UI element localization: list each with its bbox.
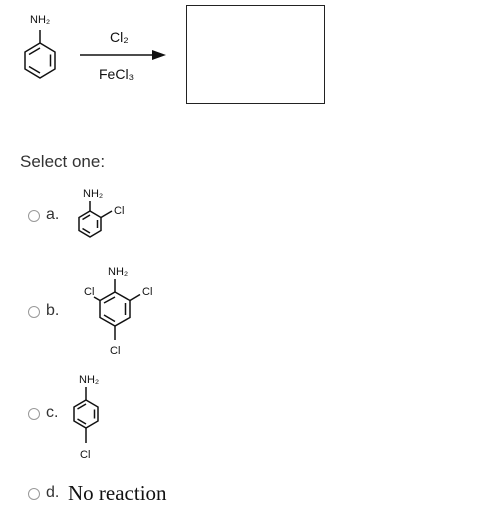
option-a-radio[interactable] (28, 210, 40, 222)
option-c-cl-label: Cl (80, 449, 90, 461)
option-a-letter: a. (46, 206, 60, 223)
option-a-nh2-label: NH₂ (83, 188, 103, 200)
option-b-radio[interactable] (28, 306, 40, 318)
option-c-radio[interactable] (28, 408, 40, 420)
option-d-letter: d. (46, 484, 60, 501)
option-c-nh2-label: NH₂ (79, 374, 99, 386)
product-answer-box (186, 5, 325, 104)
option-a-cl-label: Cl (114, 205, 124, 217)
option-d-no-reaction-text[interactable]: No reaction (68, 481, 167, 505)
option-b-structure[interactable]: NH₂ Cl Cl Cl (80, 262, 172, 358)
option-c-structure[interactable]: NH₂ Cl (66, 364, 126, 464)
reagent-fecl3-label: FeCl₃ (99, 66, 134, 82)
reactant-nh2-label: NH₂ (30, 14, 50, 26)
option-a-structure[interactable]: NH₂ Cl (66, 184, 136, 246)
option-b-cl-left-label: Cl (84, 286, 94, 298)
reaction-arrow-icon (152, 50, 166, 60)
option-b-cl-bottom-label: Cl (110, 345, 120, 357)
option-b-nh2-label: NH₂ (108, 266, 128, 278)
option-b-cl-right-label: Cl (142, 286, 152, 298)
reagent-cl2-label: Cl₂ (110, 29, 129, 45)
reaction-arrow-group: Cl₂ FeCl₃ (80, 29, 166, 82)
option-b-letter: b. (46, 302, 60, 319)
reactant-aniline-structure: NH₂ (24, 14, 56, 79)
select-one-prompt: Select one: (20, 152, 106, 171)
option-d-radio[interactable] (28, 488, 40, 500)
option-c-letter: c. (46, 404, 59, 421)
